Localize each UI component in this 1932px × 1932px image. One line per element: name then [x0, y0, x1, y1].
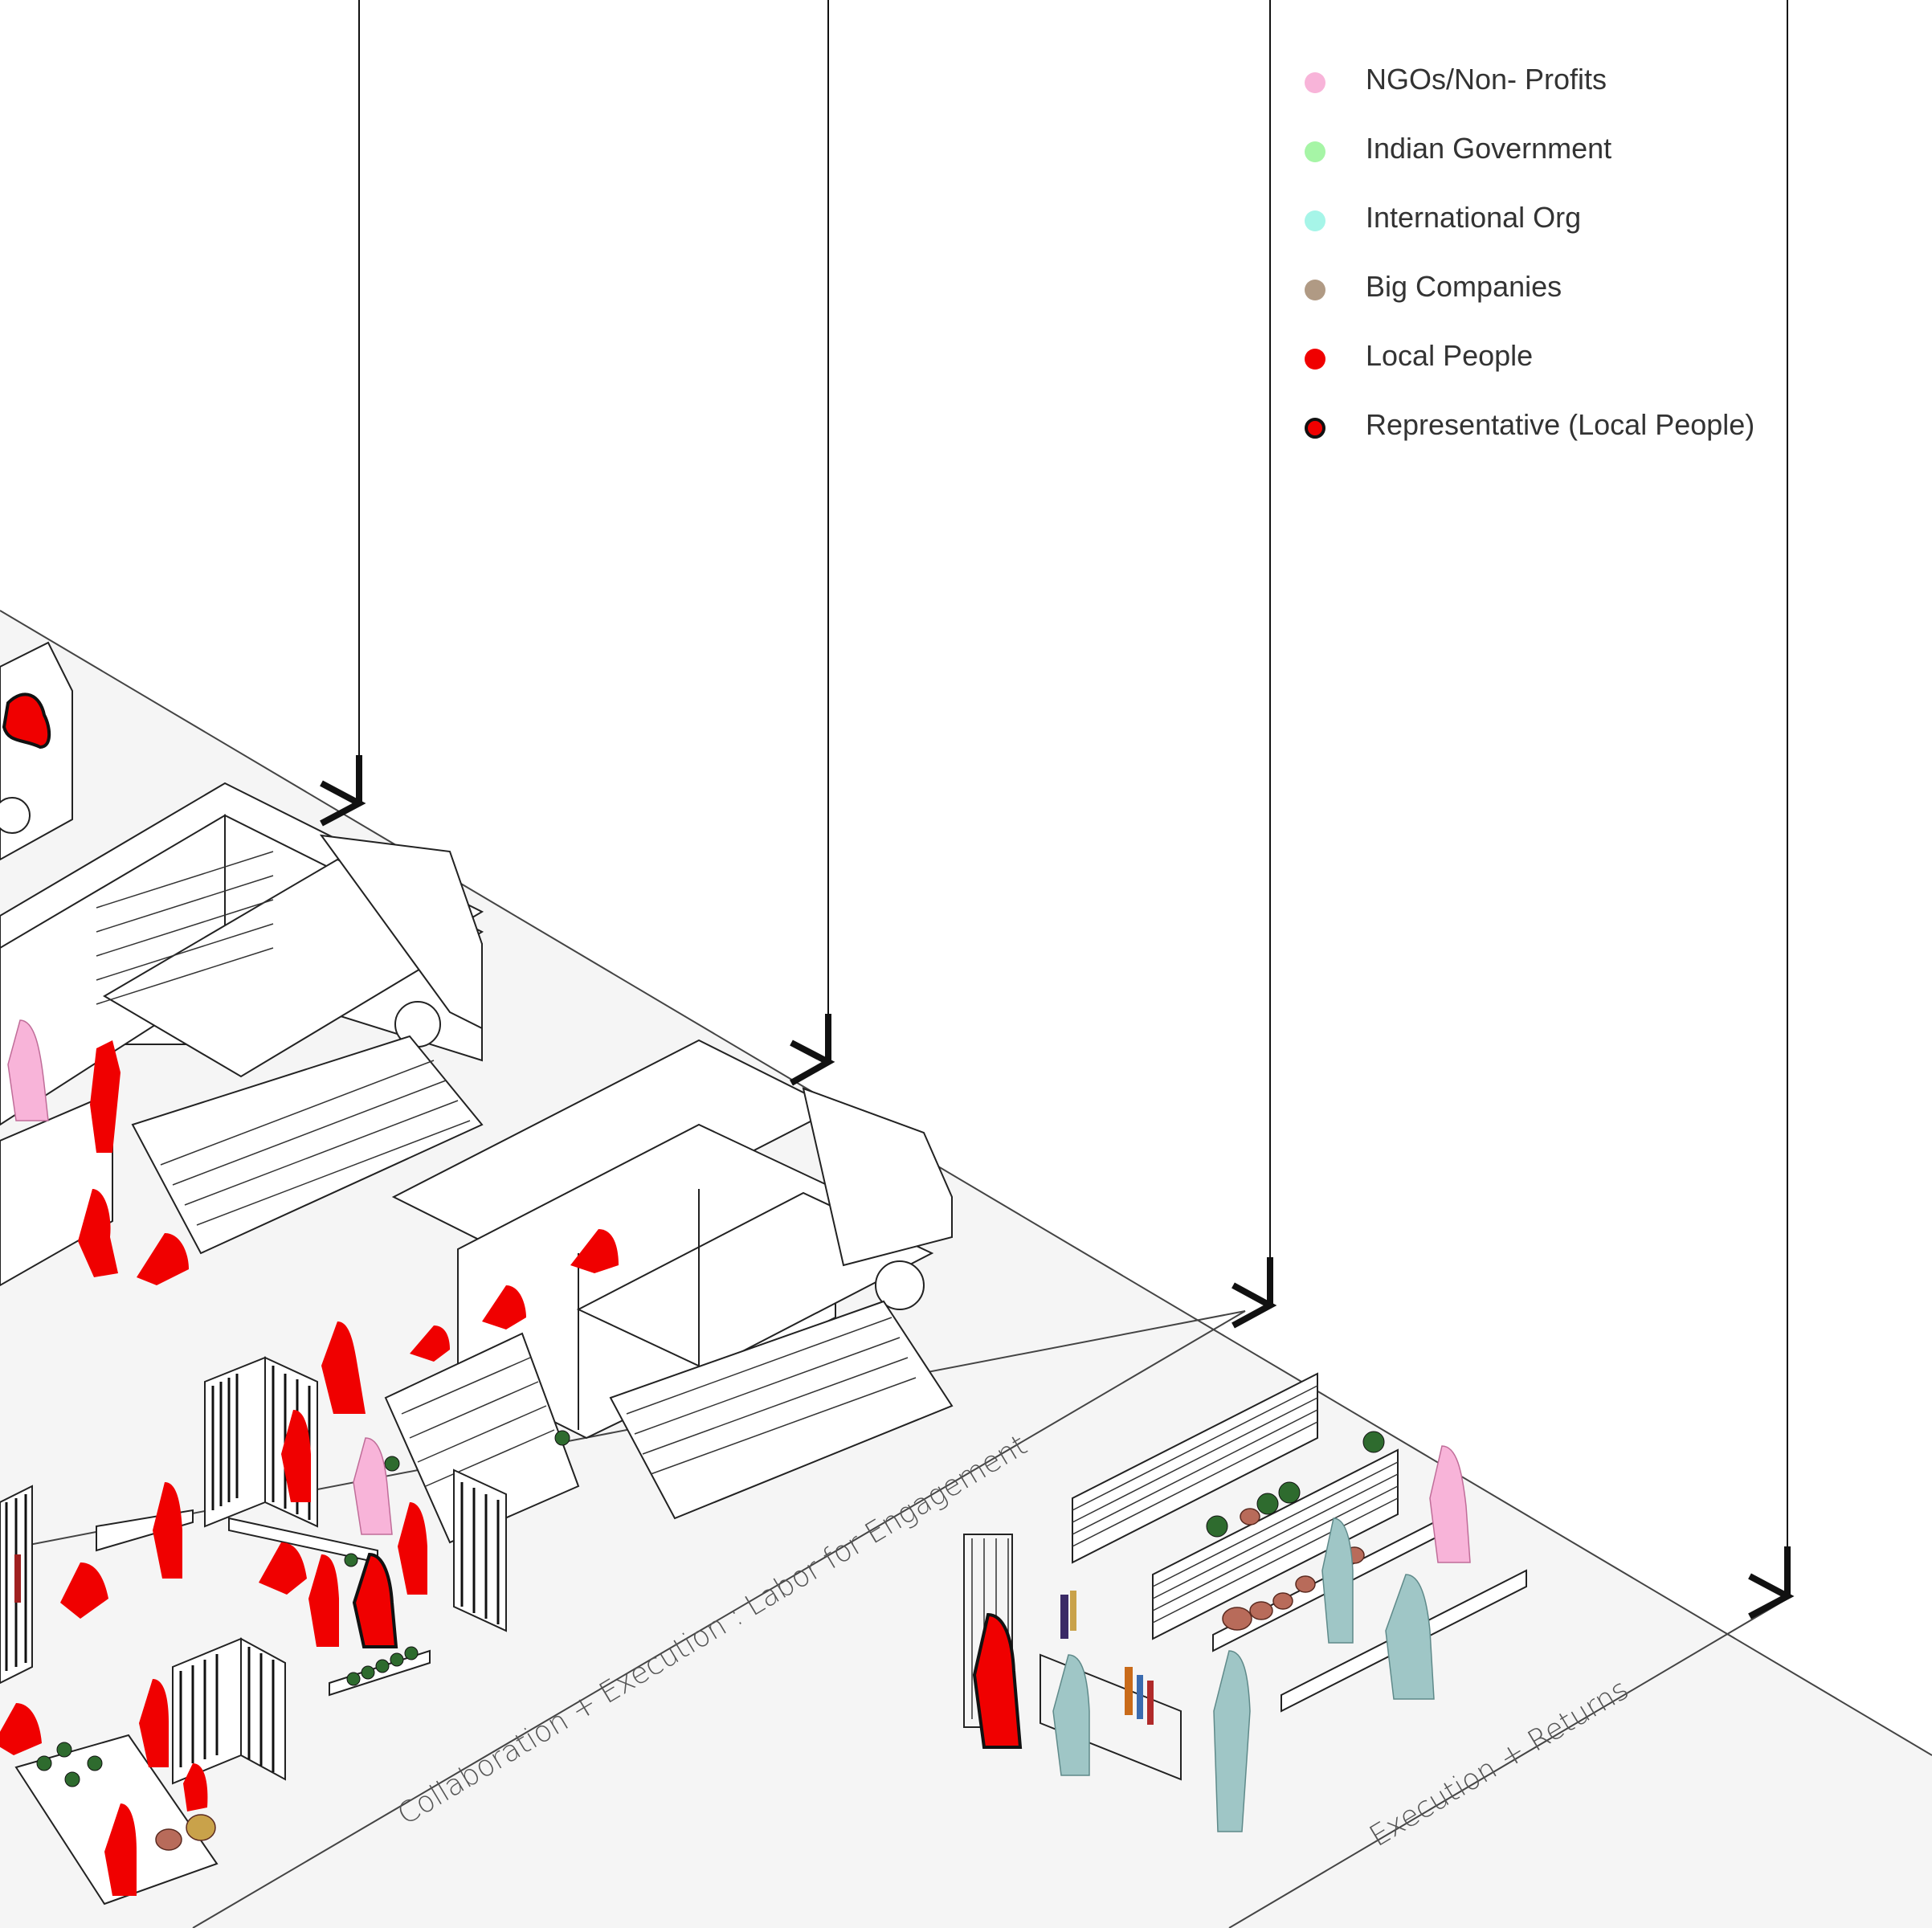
legend-label: NGOs/Non- Profits [1366, 63, 1607, 96]
legend-label: Local People [1366, 339, 1533, 373]
legend-label: Indian Government [1366, 132, 1611, 165]
legend-swatch [1305, 141, 1325, 162]
legend-swatch [1305, 280, 1325, 300]
legend-swatch [1305, 349, 1325, 370]
legend-item: Representative (Local People) [1303, 408, 1785, 477]
ground-plane [0, 611, 1932, 1928]
legend-item: Indian Government [1303, 132, 1785, 201]
legend-item: Local People [1303, 339, 1785, 408]
legend-swatch [1305, 210, 1325, 231]
legend-swatch [1305, 72, 1325, 93]
marker-arrow-2 [791, 1043, 828, 1083]
legend-item: International Org [1303, 201, 1785, 270]
legend-label: Representative (Local People) [1366, 408, 1754, 442]
legend-label: Big Companies [1366, 270, 1562, 304]
legend-item: NGOs/Non- Profits [1303, 63, 1785, 132]
legend-item: Big Companies [1303, 270, 1785, 339]
legend-swatch [1305, 418, 1325, 439]
legend-label: International Org [1366, 201, 1581, 235]
marker-arrow-3 [1233, 1285, 1270, 1325]
